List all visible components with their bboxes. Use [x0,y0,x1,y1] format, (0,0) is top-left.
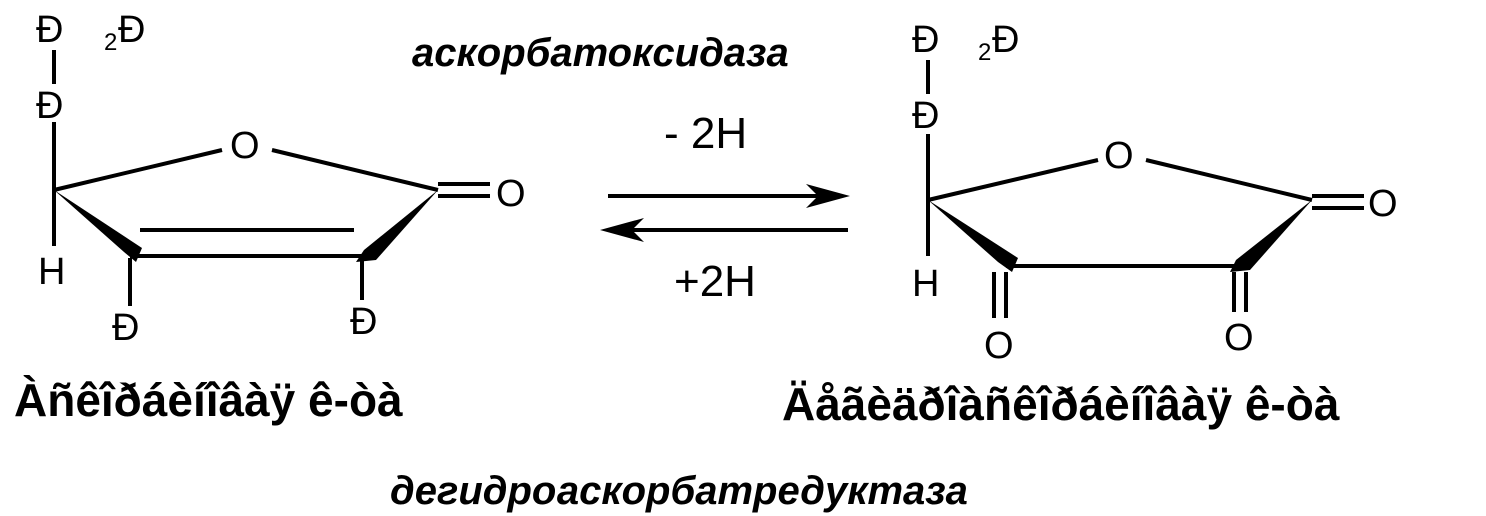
right-wedge-c1-c2 [1230,200,1312,272]
ascorbic-acid-structure: Ð 2 Ð Ð O O H Ð Ð Àñêîðáèíîâàÿ ê-òà [14,9,526,426]
right-keto-right-oxygen: O [1224,317,1254,359]
right-subscript: 2 [978,39,991,66]
left-carbonyl-oxygen: O [496,173,526,215]
right-carbonyl-oxygen: O [1368,183,1398,225]
left-top-atom: Ð [36,9,63,51]
right-keto-left-oxygen: O [984,325,1014,367]
left-ring-bond-c4-o [53,148,223,192]
left-ring-oxygen: O [230,125,260,167]
left-subscript: 2 [104,29,117,56]
right-top-atom-2: Ð [992,19,1019,61]
enzyme-reverse-label: дегидроаскорбатредуктаза [390,469,968,513]
right-top-atom: Ð [912,19,939,61]
left-bottom-left-atom: Ð [112,307,139,349]
right-ring-bond-c4-o [927,158,1099,202]
left-bottom-right-atom: Ð [350,301,377,343]
left-hydrogen: H [38,251,65,293]
arrow-forward-label: - 2H [664,109,747,158]
right-mid-atom: Ð [912,95,939,137]
right-molecule-name: Äåãèäðîàñêîðáèíîâàÿ ê-òà [782,378,1340,430]
left-wedge-c4-c3 [54,190,142,262]
forward-arrow-head [806,184,850,208]
left-ring-bond-o-c1 [271,148,439,192]
right-ring-oxygen: O [1104,135,1134,177]
left-wedge-c1-c2 [356,190,438,262]
left-top-atom-2: Ð [118,9,145,51]
dehydroascorbic-acid-structure: Ð 2 Ð Ð O O H O O Äåãèäðîàñêîðáèíîâàÿ ê-… [782,19,1398,430]
right-ring-bond-o-c1 [1145,158,1313,202]
arrow-reverse-label: +2H [674,257,756,306]
enzyme-forward-label: аскорбатоксидаза [412,31,789,75]
equilibrium-arrows: аскорбатоксидаза - 2H +2H дегидроаскорба… [390,31,968,513]
left-molecule-name: Àñêîðáèíîâàÿ ê-òà [14,374,403,426]
right-hydrogen: H [912,263,939,305]
reverse-arrow-head [600,218,644,242]
right-wedge-c4-c3 [928,200,1018,272]
left-mid-atom: Ð [36,85,63,127]
